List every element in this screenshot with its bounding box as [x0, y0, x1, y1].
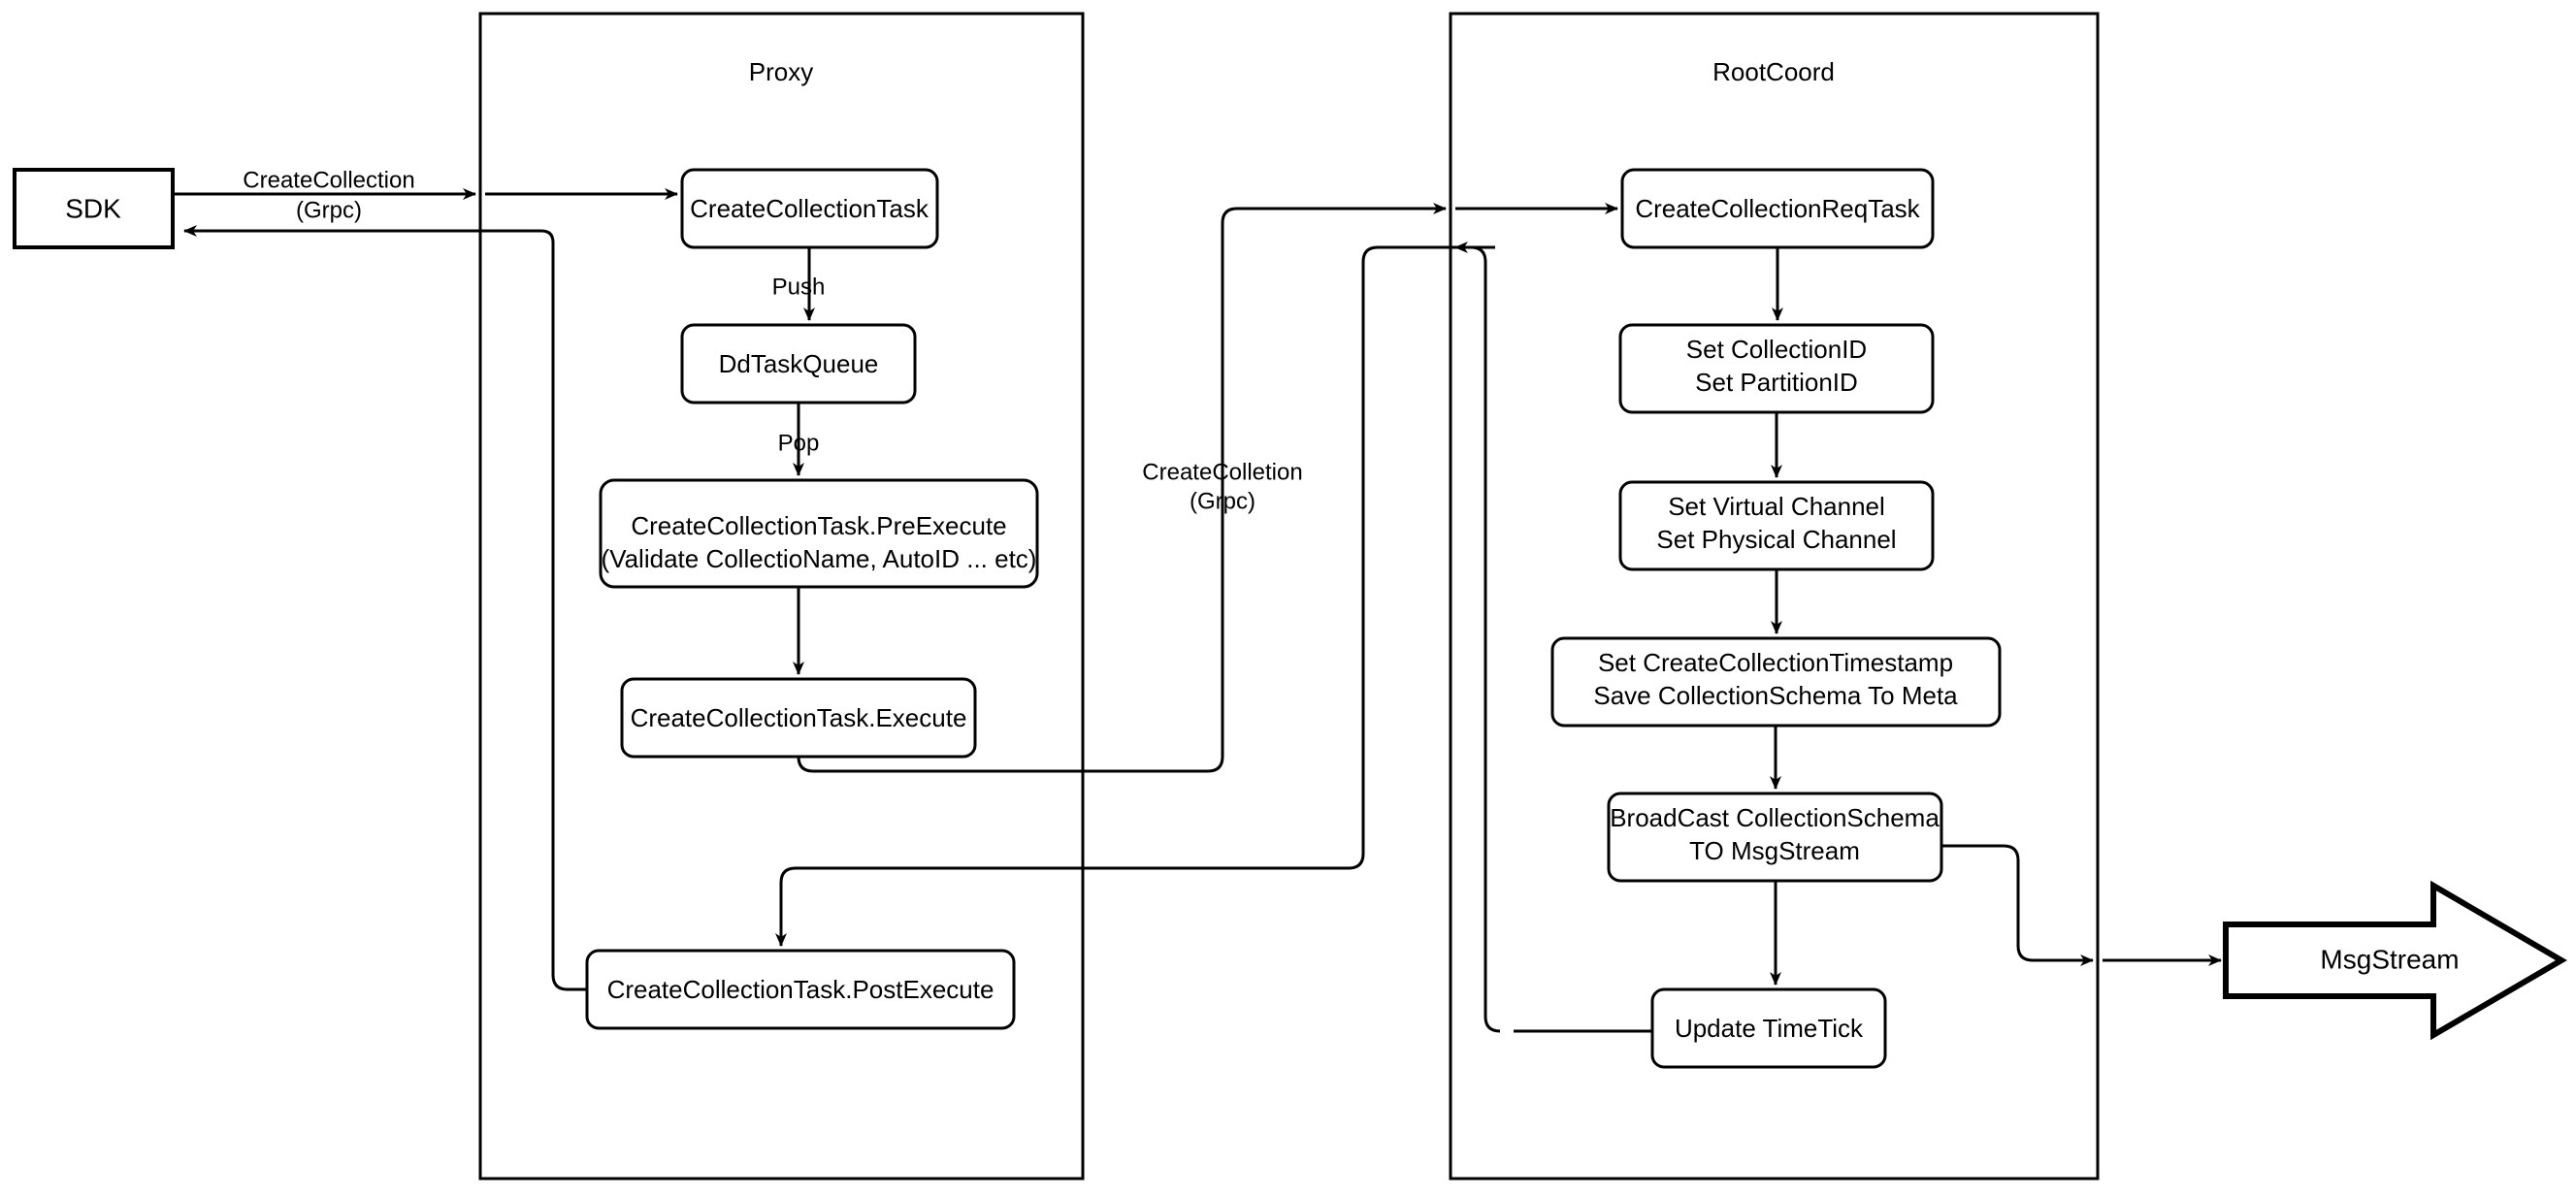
- node-broadcast-label-line2: TO MsgStream: [1689, 836, 1860, 865]
- lane-rootcoord-title: RootCoord: [1712, 57, 1835, 86]
- node-set-channels-label-line2: Set Physical Channel: [1656, 525, 1896, 554]
- edge-postexecute-to-sdk: [183, 225, 587, 991]
- edge-execute-to-rootcoord: [797, 203, 1447, 773]
- node-set-channels-label-line1: Set Virtual Channel: [1668, 492, 1885, 521]
- node-sdk-label: SDK: [65, 193, 121, 223]
- node-set-ids-label-line2: Set PartitionID: [1695, 368, 1858, 397]
- node-dd-task-queue-label: DdTaskQueue: [719, 349, 879, 378]
- node-pre-execute-label-line2: (Validate CollectioName, AutoID ... etc): [602, 544, 1037, 573]
- edge-broadcast-to-msgstream-lane: [1941, 844, 2094, 966]
- node-pre-execute[interactable]: [599, 478, 1039, 589]
- node-broadcast-label-line1: BroadCast CollectionSchema: [1610, 803, 1940, 832]
- node-execute-label: CreateCollectionTask.Execute: [631, 703, 967, 732]
- lane-proxy-title: Proxy: [749, 57, 813, 86]
- node-msgstream[interactable]: [2223, 880, 2567, 1041]
- node-post-execute-label: CreateCollectionTask.PostExecute: [607, 975, 995, 1004]
- edge-label-createcolletion-grpc-line2: (Grpc): [1190, 488, 1255, 514]
- node-create-collection-task-label: CreateCollectionTask: [690, 194, 929, 223]
- node-create-collection-req-task-label: CreateCollectionReqTask: [1635, 194, 1920, 223]
- node-set-timestamp-label-line1: Set CreateCollectionTimestamp: [1598, 648, 1953, 677]
- edge-label-createcollection-grpc-line1: CreateCollection: [243, 167, 414, 193]
- edge-label-createcollection-grpc-line2: (Grpc): [296, 197, 362, 223]
- edge-rootcoord-response-to-postexecute: [775, 245, 1501, 1033]
- edge-label-push: Push: [772, 274, 826, 300]
- edge-label-pop: Pop: [778, 430, 820, 456]
- node-update-timetick[interactable]: [1650, 987, 1887, 1069]
- node-pre-execute-label-line1: CreateCollectionTask.PreExecute: [631, 511, 1006, 540]
- node-msgstream-label: MsgStream: [2320, 944, 2459, 974]
- node-set-timestamp-label-line2: Save CollectionSchema To Meta: [1593, 681, 1958, 710]
- node-sdk[interactable]: [13, 168, 175, 249]
- node-update-timetick-label: Update TimeTick: [1675, 1014, 1864, 1043]
- node-set-ids-label-line1: Set CollectionID: [1686, 335, 1867, 364]
- edge-label-createcolletion-grpc-line1: CreateColletion: [1142, 459, 1302, 485]
